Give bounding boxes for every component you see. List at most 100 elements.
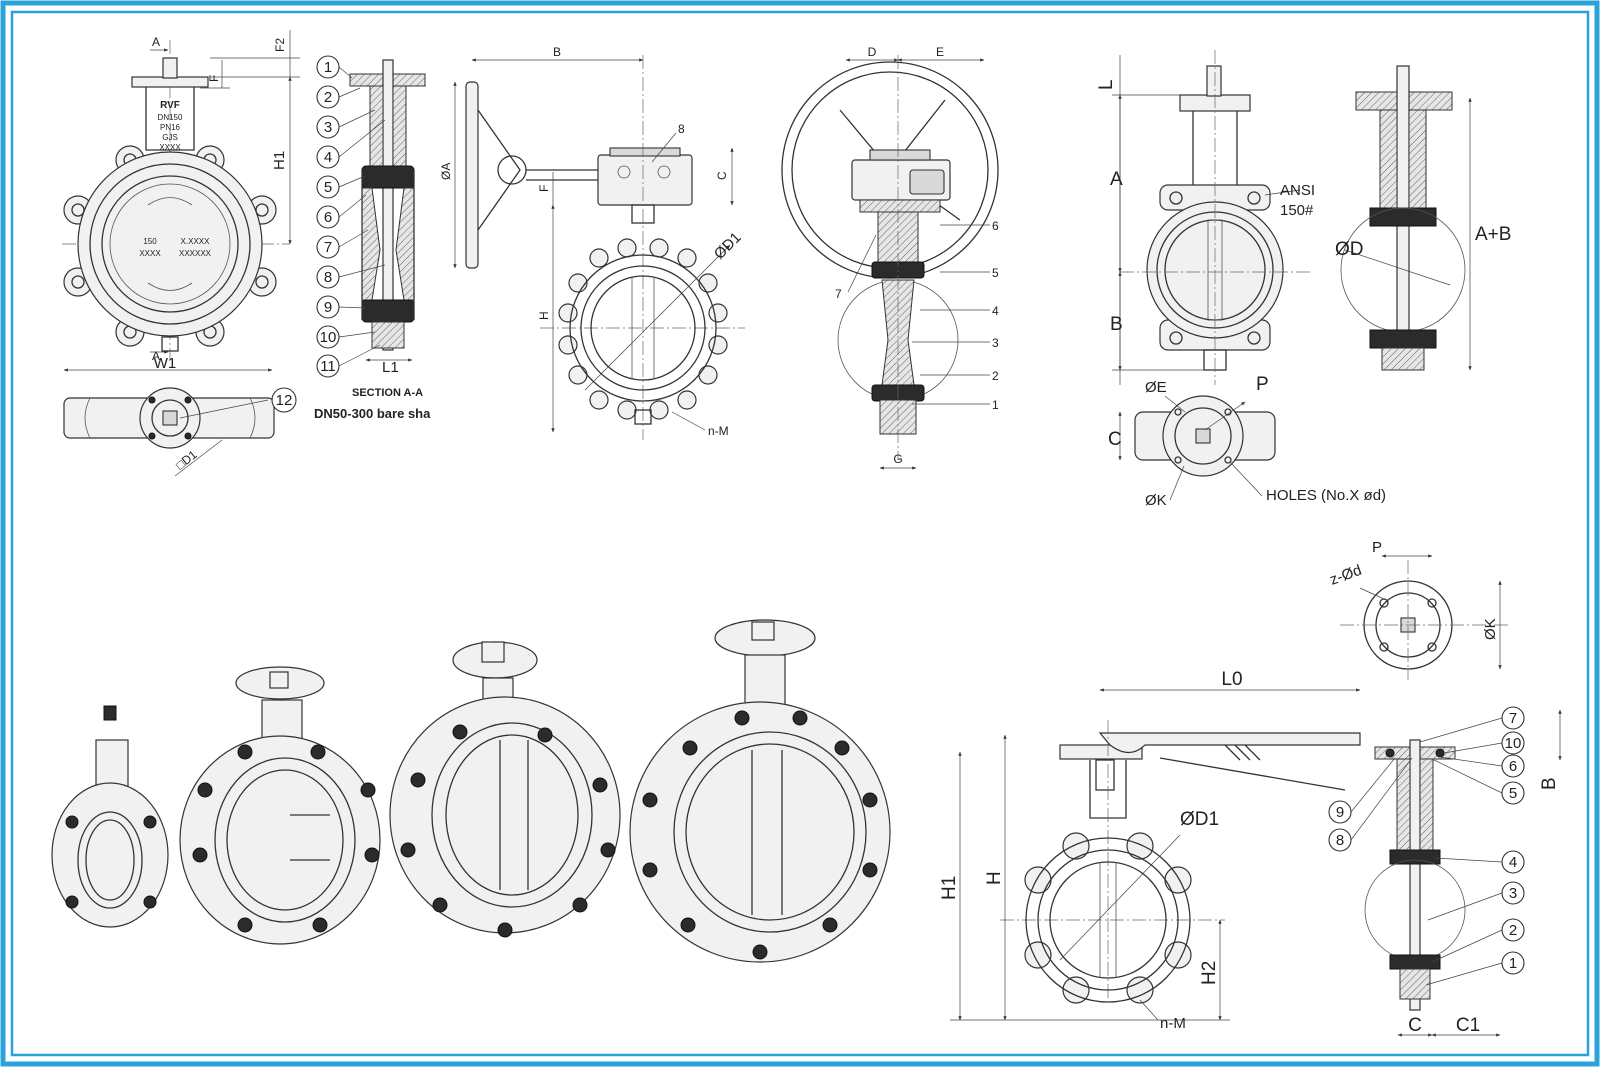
view1-mark-3: GJS — [162, 133, 178, 142]
view3-dim-a: ØA — [439, 163, 453, 180]
view5-dim-oe: ØE — [1145, 379, 1167, 396]
svg-text:6: 6 — [1509, 758, 1517, 775]
view7-dim-od1: ØD1 — [1180, 809, 1219, 830]
svg-text:6: 6 — [324, 209, 332, 226]
inner-frame — [10, 10, 1590, 1057]
view6-flange-plan: P z-Ød ØK — [1328, 539, 1510, 680]
view5-dim-b: B — [1110, 314, 1123, 335]
svg-text:8: 8 — [1336, 832, 1344, 849]
view4-part-7: 7 — [835, 287, 842, 301]
view7-dim-h2: H2 — [1199, 961, 1220, 985]
view5-wafer-side: ØD A+B — [1335, 65, 1511, 371]
svg-text:4: 4 — [1509, 854, 1517, 871]
svg-text:1: 1 — [324, 59, 332, 76]
view1-dim-w1: W1 — [154, 355, 177, 372]
view3-dim-d1: ØD1 — [711, 229, 745, 263]
view5-dim-l: L — [1096, 79, 1117, 90]
view1-mark-1: DN150 — [158, 113, 183, 122]
view4-part-3: 3 — [992, 336, 999, 350]
svg-text:7: 7 — [324, 239, 332, 256]
view1-mark-4: XXXX — [159, 143, 181, 152]
view4-dim-g: G — [893, 452, 902, 466]
view4-dim-d: D — [868, 45, 877, 59]
view7-dim-h: H — [984, 871, 1005, 885]
svg-text:5: 5 — [1509, 785, 1517, 802]
view1-dim-f: F — [207, 75, 221, 82]
view5-ansi-2: 150# — [1280, 202, 1314, 219]
svg-text:3: 3 — [1509, 885, 1517, 902]
view3-dim-h: H — [537, 311, 551, 320]
view1-mark-c2: X.XXXX — [181, 237, 211, 246]
svg-text:3: 3 — [324, 119, 332, 136]
iso-valve-xlarge — [629, 619, 891, 963]
svg-text:7: 7 — [1509, 710, 1517, 727]
view8-dim-b: B — [1539, 777, 1560, 790]
view1-mark-c4: XXXXXX — [179, 249, 212, 258]
view5-dim-ab: A+B — [1475, 224, 1511, 245]
view8-dim-c: C — [1408, 1015, 1422, 1036]
view5-dim-a: A — [1110, 169, 1123, 190]
view7-dim-nm: n-M — [1160, 1015, 1186, 1032]
view2-caption: DN50-300 bare sha — [314, 406, 431, 421]
view7-dim-h1: H1 — [939, 876, 960, 900]
svg-text:4: 4 — [324, 149, 332, 166]
svg-text:2: 2 — [324, 89, 332, 106]
iso-valve-small — [51, 705, 169, 928]
svg-text:9: 9 — [1336, 804, 1344, 821]
view3-dim-b: B — [553, 45, 561, 59]
view4-part-2: 2 — [992, 369, 999, 383]
svg-text:9: 9 — [324, 299, 332, 316]
view5-dim-p: P — [1256, 374, 1269, 395]
view5-dim-od: ØD — [1335, 239, 1364, 260]
iso-valve-large — [389, 641, 621, 938]
view3-gear-valve: ØD1 n-M B ØA C F H 8 — [439, 45, 745, 440]
view7-dim-l0: L0 — [1221, 669, 1242, 690]
iso-valve-medium — [179, 666, 381, 945]
view6-dim-zd: z-Ød — [1328, 562, 1364, 589]
view4-dim-e: E — [936, 45, 944, 59]
view1-top-plan: 12 □D1 — [63, 387, 297, 477]
iso-medium-bolts — [192, 744, 380, 933]
view1-dim-f2: F2 — [273, 38, 287, 52]
view3-lugs — [558, 238, 728, 420]
view5-wafer-front: L A B ANSI 150# — [1096, 50, 1315, 385]
view4-part-6: 6 — [992, 219, 999, 233]
view1-front-valve: RVF DN150 PN16 GJS XXXX 150 X.XXXX XXXX … — [62, 30, 300, 372]
view1-dim-h1: H1 — [271, 151, 288, 170]
view5-dim-ok: ØK — [1145, 492, 1167, 509]
svg-text:2: 2 — [1509, 922, 1517, 939]
view5-dim-c: C — [1108, 429, 1122, 450]
view1-mark-c3: XXXX — [139, 249, 161, 258]
svg-text:5: 5 — [324, 179, 332, 196]
svg-text:8: 8 — [324, 269, 332, 286]
view1-callout-12: 12 — [271, 387, 297, 413]
view3-dim-nm: n-M — [708, 424, 729, 438]
view5-ansi-1: ANSI — [1280, 182, 1315, 199]
view6-dim-ok: ØK — [1482, 618, 1499, 640]
view3-part-8: 8 — [678, 122, 685, 136]
svg-text:10: 10 — [320, 329, 337, 346]
view4-part-4: 4 — [992, 304, 999, 318]
svg-text:11: 11 — [320, 358, 336, 375]
view8-lever-section: 7 10 6 5 9 8 4 3 2 1 B C C1 — [1328, 706, 1562, 1037]
svg-text:10: 10 — [1505, 735, 1522, 752]
view1-dim-a-bottom: A — [152, 349, 160, 363]
view1-dim-d1: □D1 — [173, 447, 200, 472]
view8-dim-c1: C1 — [1456, 1015, 1480, 1036]
view1-mark-2: PN16 — [160, 123, 181, 132]
svg-text:12: 12 — [276, 392, 293, 409]
view3-dim-f: F — [537, 185, 551, 192]
view4-gear-side: 6 5 4 3 2 1 7 D E G — [781, 45, 999, 470]
view1-mark-c1: 150 — [143, 237, 157, 246]
iso-large-bolts — [400, 724, 616, 938]
view2-dim-l1: L1 — [382, 359, 399, 376]
view3-dim-c: C — [715, 171, 729, 180]
view5-top-plan: C ØE P ØK HOLES (No.X ød) — [1108, 374, 1386, 509]
view8-part-bubbles: 7 10 6 5 9 8 4 3 2 1 — [1328, 706, 1525, 975]
view1-dim-a-top: A — [152, 35, 160, 49]
view1-brand-text: RVF — [160, 100, 180, 111]
view4-part-1: 1 — [992, 398, 999, 412]
view2-section-a-a: 1 2 3 4 5 6 7 8 9 10 11 L1 SECTION A-A D… — [314, 55, 431, 421]
